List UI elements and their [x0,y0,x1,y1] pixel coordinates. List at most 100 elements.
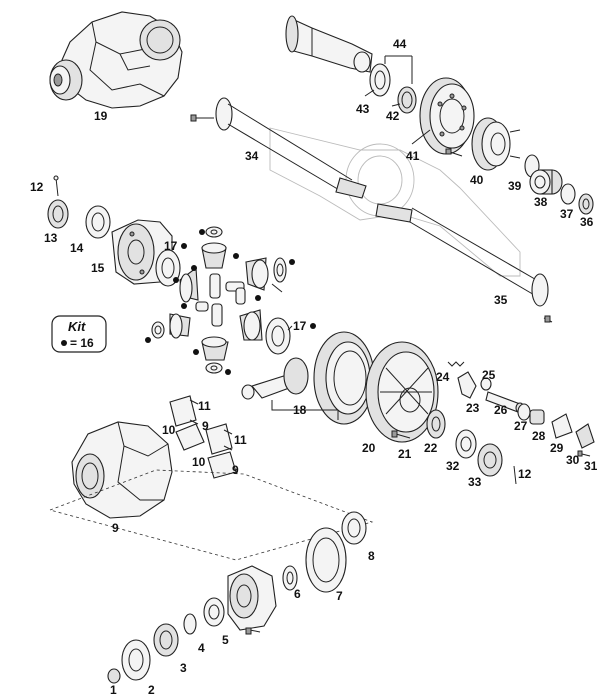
bracket-44 [384,55,413,84]
bearing-14 [85,205,111,239]
label-29: 29 [550,441,564,455]
adjuster-nut-33 [477,443,503,477]
label-31: 31 [584,459,598,473]
label-8: 8 [368,549,375,563]
snap-ring-25 [480,377,492,391]
spring-24 [447,361,465,367]
label-43: 43 [356,102,370,116]
kit-markers [145,229,295,375]
thrust-washer-17-right [265,317,291,355]
bearing-5 [203,597,225,627]
label-36: 36 [580,215,594,229]
label-23: 23 [466,401,480,415]
wheel-hub-40 [471,117,521,171]
label-21: 21 [398,447,412,461]
differential-gear-set [151,226,287,374]
bolt-21 [391,430,411,439]
pinion-housing [227,565,277,631]
actuator-30 [575,423,595,449]
label-37: 37 [560,207,574,221]
label-9-lower: 9 [232,463,239,477]
kit-legend-box: Kit = 16 [51,315,107,353]
label-10-lower: 10 [192,455,206,469]
label-22: 22 [424,441,438,455]
label-34: 34 [245,149,259,163]
seal-4 [183,613,197,635]
kit-marker-17-top [181,243,187,249]
pinion-gear-18 [241,357,309,400]
part-labels: 19 44 43 42 41 40 39 38 37 36 34 35 12 1… [30,37,598,697]
label-1: 1 [110,683,117,697]
leader-lines [271,89,431,331]
seal-27 [517,403,531,421]
brake-drum-41 [419,77,475,155]
label-17-bottom: 17 [293,319,307,333]
label-10-upper: 10 [162,423,176,437]
label-30: 30 [566,453,580,467]
kit-marker-17-bottom [310,323,316,329]
label-32: 32 [446,459,460,473]
bracket-18 [271,400,339,420]
label-26: 26 [494,403,508,417]
hub-stud [445,148,463,157]
bearing-42 [397,86,417,114]
label-13: 13 [44,231,58,245]
label-35: 35 [494,293,508,307]
label-38: 38 [534,195,548,209]
label-14: 14 [70,241,84,255]
axle-shaft-34 [190,97,367,199]
spacer-37 [560,183,576,205]
adjuster-nut-13 [47,199,69,229]
cover-29 [551,413,573,439]
bearing-cap-10-lower [205,423,233,455]
sleeve-28 [529,409,545,425]
gear-22 [426,409,446,439]
shift-fork-23 [457,371,477,399]
label-18: 18 [293,403,307,417]
ring-6 [282,565,298,591]
axle-shaft-35 [375,203,553,323]
label-3: 3 [180,661,187,675]
dust-cover-3 [153,623,179,657]
label-44: 44 [393,37,407,51]
bolt-11-lower [223,429,233,451]
label-11-lower: 11 [234,433,247,447]
label-39: 39 [508,179,522,193]
bearing-38 [529,169,563,195]
label-15: 15 [91,261,105,275]
screw-31 [577,450,591,457]
label-12-top: 12 [30,180,44,194]
label-27: 27 [514,419,528,433]
differential-carrier-assembly [49,11,183,109]
label-20: 20 [362,441,376,455]
bearing-cap-9-upper [175,423,205,451]
axle-stub-shaft [285,15,373,73]
bolt-11-upper [189,399,199,425]
label-17-top: 17 [164,239,178,253]
pin-12 [53,175,59,197]
kit-legend-text: = 16 [70,336,94,350]
cover-plate-7 [305,527,347,593]
label-28: 28 [532,429,546,443]
label-42: 42 [386,109,400,123]
carrier-housing-9 [71,421,173,519]
pin-12-right [513,465,517,485]
label-24: 24 [436,370,450,384]
label-7: 7 [336,589,343,603]
bearing-cap-9-lower [207,451,237,479]
label-6: 6 [294,587,301,601]
label-41: 41 [406,149,420,163]
bearing-cap-10-upper [169,395,197,427]
bearing-8 [341,511,367,545]
thrust-washer-17-left [155,249,181,287]
label-4: 4 [198,641,205,655]
nut-1 [107,668,121,684]
label-9-upper: 9 [202,419,209,433]
bolt-5 [245,627,261,635]
label-33: 33 [468,475,482,489]
housing-outline-9 [48,469,374,561]
label-19: 19 [94,109,108,123]
flange-2 [121,639,151,681]
seal-ring-43 [369,63,391,97]
